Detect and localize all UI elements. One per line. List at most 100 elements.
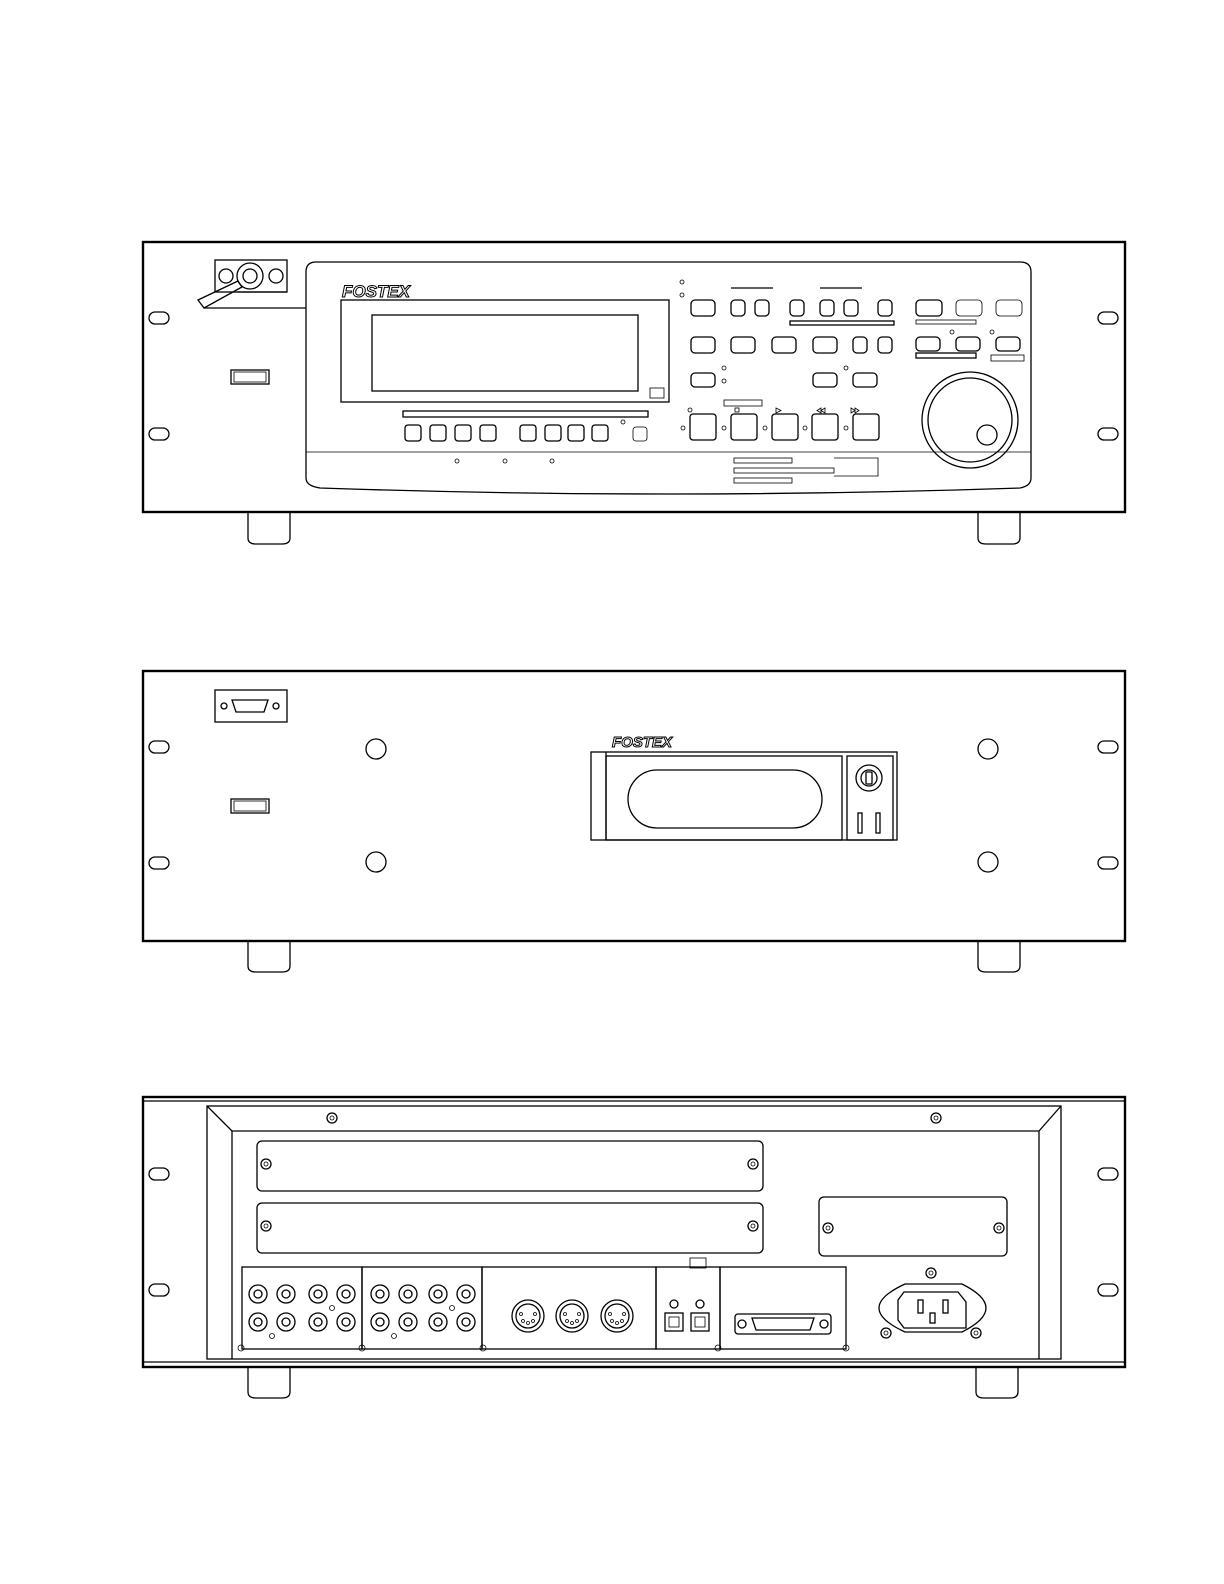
rca-jack[interactable]	[337, 1313, 355, 1331]
control-button[interactable]	[691, 373, 715, 387]
rca-jack[interactable]	[277, 1285, 295, 1303]
control-button[interactable]	[844, 300, 858, 316]
rca-jack[interactable]	[399, 1285, 417, 1303]
mounting-hole	[978, 739, 998, 759]
din-connector[interactable]	[601, 1300, 633, 1332]
optical-connector[interactable]	[691, 1313, 709, 1331]
control-button[interactable]	[956, 300, 982, 316]
midi-connectors	[512, 1300, 633, 1332]
foot	[248, 1368, 290, 1398]
analog-input-panel	[362, 1267, 482, 1349]
control-button[interactable]	[731, 300, 745, 316]
midi-panel	[482, 1267, 656, 1349]
control-button[interactable]	[916, 300, 942, 316]
track-button[interactable]	[568, 425, 584, 441]
screw	[327, 1113, 941, 1123]
record-button[interactable]	[690, 414, 716, 440]
rca-jack[interactable]	[277, 1313, 295, 1331]
rack-hole	[149, 428, 169, 440]
rca-jack[interactable]	[249, 1313, 267, 1331]
control-button[interactable]	[813, 373, 837, 387]
headphone-hanger	[198, 281, 242, 308]
din-connector[interactable]	[512, 1300, 544, 1332]
track-button[interactable]	[405, 425, 421, 441]
screw-icon	[269, 269, 283, 283]
control-button[interactable]	[853, 337, 867, 353]
ac-power-inlet	[879, 1268, 986, 1338]
control-button[interactable]	[691, 300, 715, 316]
brand-logo: FOSTEX	[612, 734, 673, 751]
track-button[interactable]	[455, 425, 471, 441]
control-button[interactable]	[853, 373, 877, 387]
control-button[interactable]	[813, 337, 837, 353]
control-button[interactable]	[691, 337, 715, 353]
phones-jack-inner	[243, 269, 257, 283]
control-button[interactable]	[878, 337, 892, 353]
foot	[248, 942, 290, 972]
track-button[interactable]	[430, 425, 446, 441]
optical-connector[interactable]	[665, 1313, 683, 1331]
play-button[interactable]	[772, 414, 798, 440]
control-button[interactable]	[731, 337, 755, 353]
control-button[interactable]	[772, 337, 796, 353]
scsi-connector[interactable]	[735, 1314, 831, 1334]
control-button[interactable]	[956, 337, 980, 351]
jog-shuttle-wheel[interactable]	[922, 372, 1018, 468]
rewind-button[interactable]	[812, 414, 838, 440]
rca-jack[interactable]	[429, 1285, 447, 1303]
control-button[interactable]	[820, 300, 834, 316]
drive-bay	[591, 752, 897, 840]
dsub-connector[interactable]	[232, 700, 268, 712]
record-icon	[688, 408, 692, 412]
track-button[interactable]	[480, 425, 496, 441]
drive-led	[876, 813, 880, 833]
rca-jack[interactable]	[309, 1313, 327, 1331]
fast-forward-button[interactable]	[853, 414, 879, 440]
rear-panel-view	[143, 1097, 1125, 1398]
control-button[interactable]	[790, 300, 804, 316]
rca-jack[interactable]	[457, 1285, 475, 1303]
led	[503, 459, 507, 463]
option-slot-cover	[257, 1141, 763, 1191]
rca-jack[interactable]	[371, 1313, 389, 1331]
control-button[interactable]	[878, 300, 892, 316]
rack-hole	[1098, 741, 1118, 753]
label-strip	[790, 321, 894, 325]
rca-jack[interactable]	[429, 1313, 447, 1331]
front-rack-panel	[143, 671, 1125, 941]
stop-button[interactable]	[731, 414, 757, 440]
control-button[interactable]	[916, 337, 940, 351]
control-button[interactable]	[755, 300, 769, 316]
track-button[interactable]	[545, 425, 561, 441]
rca-jack[interactable]	[309, 1285, 327, 1303]
track-label-strip	[403, 411, 648, 417]
foot	[976, 1368, 1018, 1398]
rack-hole	[1098, 428, 1118, 440]
rack-hole	[1098, 857, 1118, 869]
rca-jacks-in	[371, 1285, 475, 1339]
rack-hole	[149, 741, 169, 753]
control-button[interactable]	[996, 300, 1022, 316]
label-strip	[916, 320, 976, 324]
din-connector[interactable]	[556, 1300, 588, 1332]
rear-chassis	[207, 1106, 1061, 1359]
drive-lock-panel	[847, 756, 893, 840]
rack-hole	[1098, 1168, 1118, 1180]
rca-jack[interactable]	[337, 1285, 355, 1303]
rca-jack[interactable]	[249, 1285, 267, 1303]
digital-io-panel	[656, 1267, 720, 1349]
track-button[interactable]	[592, 425, 608, 441]
led	[455, 459, 459, 463]
jog-finger-dimple	[977, 425, 997, 445]
key-lock[interactable]	[856, 765, 882, 791]
rca-jack[interactable]	[399, 1313, 417, 1331]
rca-jack[interactable]	[371, 1285, 389, 1303]
rack-hole	[149, 857, 169, 869]
tray-handle[interactable]	[628, 770, 822, 828]
control-button[interactable]	[996, 337, 1020, 351]
track-button[interactable]	[520, 425, 536, 441]
label-strip	[916, 353, 976, 358]
all-input-button[interactable]	[633, 427, 647, 441]
rca-jack[interactable]	[457, 1313, 475, 1331]
bracket	[834, 458, 878, 476]
